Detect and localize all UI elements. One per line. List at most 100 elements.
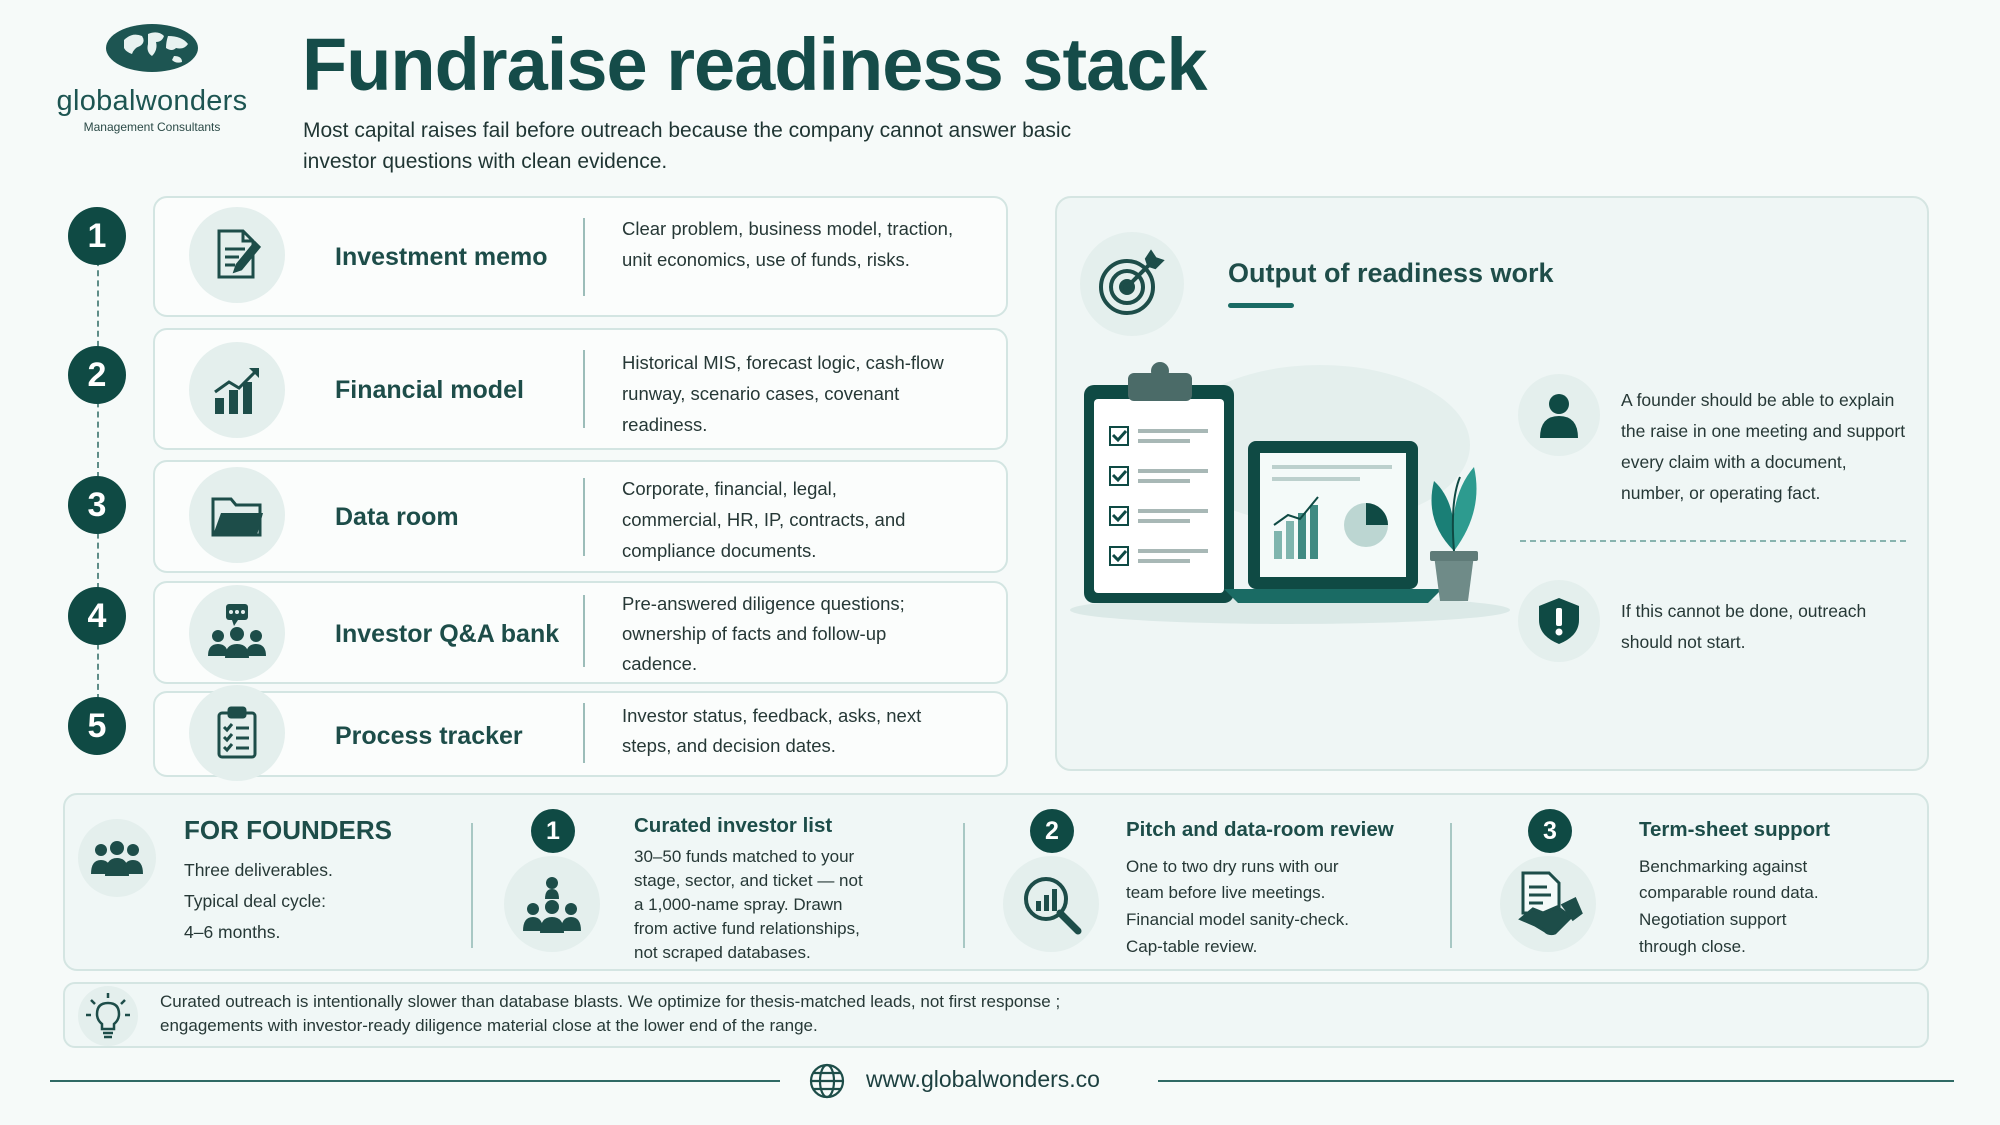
- shield-alert-icon: [1539, 598, 1579, 644]
- plant-icon: [1430, 467, 1478, 601]
- document-pen-icon: [217, 229, 262, 279]
- footer-rule: [50, 1080, 780, 1082]
- deliverable-line: One to two dry runs with our: [1126, 857, 1339, 876]
- point-icon-disc: [1518, 374, 1600, 456]
- note-line: engagements with investor-ready diligenc…: [160, 1016, 818, 1035]
- step-description: Corporate, financial, legal, commercial,…: [622, 478, 906, 561]
- title-underline: [1228, 303, 1294, 308]
- step-number: 2: [68, 346, 126, 404]
- globe-icon: [809, 1063, 845, 1099]
- lightbulb-icon: [86, 993, 130, 1039]
- step-divider: [583, 595, 585, 667]
- brand-name: globalwonders: [56, 85, 248, 117]
- checklist-icon: [217, 706, 257, 759]
- note-icon-disc: [78, 986, 138, 1046]
- deliverable-line: from active fund relationships,: [634, 919, 860, 938]
- output-title: Output of readiness work: [1228, 258, 1554, 288]
- step-title: Investment memo: [335, 243, 548, 271]
- founders-line: Three deliverables.: [184, 860, 333, 880]
- deliverable-number: 3: [1528, 809, 1572, 853]
- column-divider: [963, 823, 965, 948]
- deliverable-title: Pitch and data-room review: [1126, 818, 1394, 841]
- deliverable-line: 30–50 funds matched to your: [634, 847, 855, 866]
- deliverable-number: 2: [1030, 809, 1074, 853]
- step-card-process-tracker: [153, 691, 1008, 777]
- magnifier-chart-icon: [1024, 877, 1082, 935]
- group-chat-icon: [208, 604, 266, 658]
- note-text: Curated outreach is intentionally slower…: [160, 990, 1260, 1038]
- step-icon-disc: [189, 585, 285, 681]
- deliverable-line: comparable round data.: [1639, 883, 1819, 902]
- step-icon-disc: [189, 467, 285, 563]
- step-number: 1: [68, 207, 126, 265]
- step-description: Historical MIS, forecast logic, cash-flo…: [622, 352, 944, 435]
- person-icon: [1540, 394, 1578, 438]
- founders-line: Typical deal cycle:: [184, 891, 327, 911]
- output-point-text: A founder should be able to explain the …: [1621, 390, 1906, 503]
- step-title: Process tracker: [335, 722, 523, 750]
- step-card-investor-qa-bank: [153, 581, 1008, 684]
- target-icon: [1099, 249, 1165, 315]
- column-divider: [471, 823, 473, 948]
- deliverable-icon-disc: [1500, 856, 1596, 952]
- step-title: Financial model: [335, 376, 524, 404]
- step-description: Clear problem, business model, traction,…: [622, 218, 954, 270]
- footer-rule: [1158, 1080, 1954, 1082]
- step-icon-disc: [189, 342, 285, 438]
- point-icon-disc: [1518, 580, 1600, 662]
- brand-logo: globalwonders Management Consultants: [52, 22, 252, 134]
- deliverable-icon-disc: [504, 856, 600, 952]
- step-divider: [583, 703, 585, 763]
- step-number: 3: [68, 476, 126, 534]
- step-icon-disc: [189, 685, 285, 781]
- deliverable-line: through close.: [1639, 937, 1746, 956]
- deliverable-line: team before live meetings.: [1126, 883, 1326, 902]
- deliverable-line: stage, sector, and ticket — not: [634, 871, 863, 890]
- folder-icon: [211, 497, 263, 537]
- page-title: Fundraise readiness stack: [302, 23, 1208, 106]
- deliverable-number: 1: [531, 809, 575, 853]
- step-divider: [583, 478, 585, 556]
- output-point-text: If this cannot be done, outreach should …: [1621, 601, 1867, 652]
- column-divider: [1450, 823, 1452, 948]
- panel-divider: [1520, 540, 1906, 542]
- people-network-icon: [523, 877, 581, 933]
- footer-website-link[interactable]: www.globalwonders.co: [866, 1066, 1100, 1092]
- group-icon: [91, 841, 143, 876]
- deliverable-title: Term-sheet support: [1639, 818, 1830, 841]
- step-number: 5: [68, 697, 126, 755]
- step-divider: [583, 218, 585, 296]
- founders-strip: [63, 793, 1929, 971]
- step-card-investment-memo: [153, 196, 1008, 317]
- step-description: Investor status, feedback, asks, next st…: [622, 705, 922, 756]
- founders-icon-disc: [78, 819, 156, 897]
- bar-chart-growth-icon: [214, 368, 259, 414]
- steps-connector: [97, 240, 99, 700]
- step-title: Investor Q&A bank: [335, 620, 560, 648]
- brand-tagline: Management Consultants: [83, 120, 221, 134]
- panel-icon-disc: [1080, 232, 1184, 336]
- page-subtitle: Most capital raises fail before outreach…: [303, 119, 1072, 173]
- note-box: [63, 982, 1929, 1048]
- step-divider: [583, 350, 585, 428]
- step-card-data-room: [153, 460, 1008, 573]
- step-card-financial-model: [153, 328, 1008, 450]
- step-description: Pre-answered diligence questions; owners…: [622, 593, 905, 674]
- deliverable-line: Financial model sanity-check.: [1126, 910, 1349, 929]
- note-line: Curated outreach is intentionally slower…: [160, 992, 1061, 1011]
- founders-title: FOR FOUNDERS: [184, 815, 392, 845]
- deliverable-line: Cap-table review.: [1126, 937, 1258, 956]
- deliverable-title: Curated investor list: [634, 814, 833, 837]
- deliverable-icon-disc: [1003, 856, 1099, 952]
- deliverable-line: a 1,000-name spray. Drawn: [634, 895, 843, 914]
- handshake-document-icon: [1518, 871, 1583, 936]
- laptop-icon: [1224, 441, 1442, 603]
- deliverable-line: Negotiation support: [1639, 910, 1787, 929]
- founders-line: 4–6 months.: [184, 922, 281, 942]
- clipboard-checklist-icon: [1084, 362, 1234, 603]
- deliverable-line: not scraped databases.: [634, 943, 811, 962]
- readiness-illustration: [1070, 362, 1510, 624]
- deliverable-line: Benchmarking against: [1639, 857, 1808, 876]
- step-icon-disc: [189, 207, 285, 303]
- step-title: Data room: [335, 503, 459, 531]
